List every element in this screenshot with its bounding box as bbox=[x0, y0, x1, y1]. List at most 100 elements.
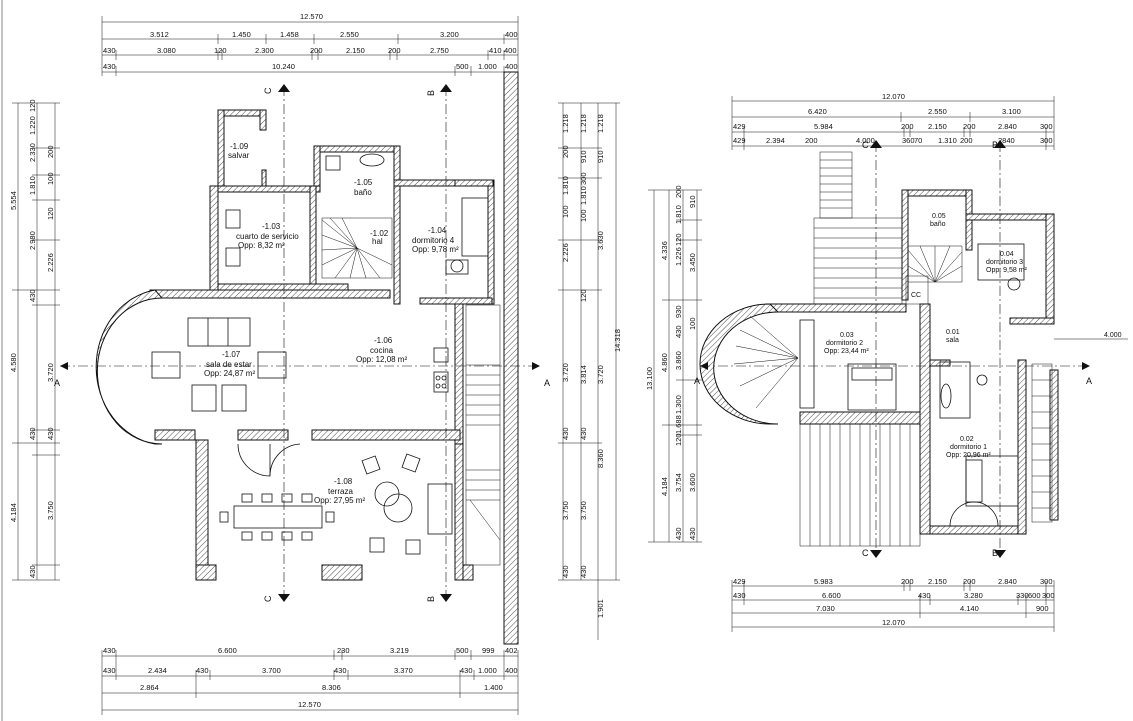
dim-label: 430 bbox=[918, 591, 931, 600]
dim-label: 1.226 bbox=[674, 247, 683, 266]
dim-label: 3.600 bbox=[688, 473, 697, 492]
dim-label: 500 bbox=[456, 62, 469, 71]
axis-labels-plan2: A A C B C B bbox=[694, 140, 1092, 558]
room-name: dormitorio 4 bbox=[412, 236, 455, 245]
dim-label: 400 bbox=[504, 46, 517, 55]
dim-label: 120 bbox=[28, 99, 37, 112]
dim-label: 900 bbox=[1036, 604, 1049, 613]
dim-label: 3.700 bbox=[262, 666, 281, 675]
dim-label: 2.330 bbox=[28, 143, 37, 162]
spiral-stairs-plan1 bbox=[321, 217, 393, 279]
dim-label: 3.370 bbox=[394, 666, 413, 675]
room-labels-plan2: 0.05 baño 0.04 dormitorio 3 Opp: 9,58 m²… bbox=[824, 213, 1122, 459]
dim-label: 430 bbox=[103, 646, 116, 655]
dim-label: 1.901 bbox=[596, 599, 605, 618]
dim-label: 6.600 bbox=[218, 646, 237, 655]
room-name: sala bbox=[946, 337, 959, 344]
plan-upper-floor: 12.070 6.420 2.550 3.100 429 5.984 200 2… bbox=[645, 92, 1128, 632]
dim-label: 2.394 bbox=[766, 136, 785, 145]
dim-label: 4.140 bbox=[960, 604, 979, 613]
axis-label-b: B bbox=[426, 596, 436, 602]
dim-label: 3.720 bbox=[596, 365, 605, 384]
top-dimensions-plan2: 12.070 6.420 2.550 3.100 429 5.984 200 2… bbox=[731, 92, 1055, 150]
room-area: Opp: 9,78 m² bbox=[412, 245, 459, 254]
room-number: -1.06 bbox=[374, 336, 393, 345]
bottom-dimensions-plan2: 429 5.983 200 2.150 200 2.840 300 430 6.… bbox=[731, 577, 1055, 632]
right-dimensions-plan1: 1.218 1.218 1.218 200 910 300 910 1.810 … bbox=[558, 102, 622, 640]
furniture-plan2 bbox=[799, 243, 1025, 527]
dim-label: 2.300 bbox=[255, 46, 274, 55]
dim-label: 1.810 bbox=[579, 186, 588, 205]
dim-label: 1.300 bbox=[674, 395, 683, 414]
room-number: -1.09 bbox=[230, 142, 249, 151]
dim-label: 100 bbox=[46, 172, 55, 185]
dim-label: 500 bbox=[456, 646, 469, 655]
dim-label: 3.750 bbox=[579, 501, 588, 520]
dim-label: 6.600 bbox=[822, 591, 841, 600]
dim-label: 430 bbox=[28, 289, 37, 302]
dim-label: 300 bbox=[1040, 122, 1053, 131]
room-number: -1.07 bbox=[222, 350, 241, 359]
section-lines-plan1 bbox=[60, 84, 540, 602]
room-number: -1.05 bbox=[354, 178, 373, 187]
stairs-plan1 bbox=[465, 304, 501, 566]
dim-label: 330 bbox=[1016, 591, 1029, 600]
dim-label: 910 bbox=[688, 195, 697, 208]
dim-label: 1.218 bbox=[596, 114, 605, 133]
dim-label: 2.226 bbox=[561, 243, 570, 262]
dim-label: 600 bbox=[1028, 591, 1041, 600]
dim-label: 1.810 bbox=[28, 176, 37, 195]
dim-label: 8.360 bbox=[596, 449, 605, 468]
room-name: salvar bbox=[228, 151, 250, 160]
dim-label: 430 bbox=[579, 427, 588, 440]
dim-label: 4.000 bbox=[1104, 332, 1122, 339]
dim-label: 2.840 bbox=[998, 122, 1017, 131]
room-number: 0.02 bbox=[960, 436, 974, 443]
dim-label: 3.450 bbox=[688, 253, 697, 272]
dim-label: 3.860 bbox=[674, 351, 683, 370]
dim-label: 1.450 bbox=[232, 30, 251, 39]
dim-label: 300 bbox=[1042, 591, 1055, 600]
dim-label: 300 bbox=[1040, 136, 1053, 145]
axis-label-c: C bbox=[263, 595, 273, 602]
room-name: cocina bbox=[370, 346, 394, 355]
dim-label: 360 bbox=[902, 136, 915, 145]
axis-label-b: B bbox=[992, 548, 998, 558]
furniture-plan1 bbox=[151, 153, 489, 555]
dim-label: 430 bbox=[733, 591, 746, 600]
dim-label: 300 bbox=[579, 172, 588, 185]
dim-label: 2840 bbox=[998, 136, 1015, 145]
dim-label: 3.512 bbox=[150, 30, 169, 39]
axis-label-c: C bbox=[862, 548, 869, 558]
dim-label: 430 bbox=[28, 427, 37, 440]
dim-label: 12.570 bbox=[298, 700, 321, 709]
dim-label: 5.554 bbox=[9, 191, 18, 210]
dim-label: 3.720 bbox=[46, 363, 55, 382]
dim-label: 4.184 bbox=[660, 477, 669, 496]
dim-label: 1.400 bbox=[484, 683, 503, 692]
dim-label: 2.864 bbox=[140, 683, 159, 692]
dim-label: 910 bbox=[596, 150, 605, 163]
dim-label: 14.318 bbox=[613, 329, 622, 352]
dim-label: 6.420 bbox=[808, 107, 827, 116]
room-area: Opp: 23,44 m² bbox=[824, 348, 869, 355]
dim-label: 400 bbox=[505, 30, 518, 39]
dim-label: 1.810 bbox=[561, 176, 570, 195]
axis-label-a: A bbox=[544, 378, 550, 388]
left-dimensions-plan2: 13.100 4.336 4.860 4.184 1.810 1.226 3.4… bbox=[645, 185, 702, 543]
room-number: 0.05 bbox=[932, 213, 946, 220]
bottom-dimensions-plan1: 430 6.600 230 3.219 500 999 402 430 2.43… bbox=[101, 646, 519, 715]
dim-label: 430 bbox=[460, 666, 473, 675]
room-name: sala de estar bbox=[206, 360, 252, 369]
dim-label: 12.070 bbox=[882, 92, 905, 101]
dim-label: 230 bbox=[337, 646, 350, 655]
axis-label-b: B bbox=[992, 140, 998, 150]
left-dimensions-plan1: 5.554 4.580 4.184 1.220 2.330 1.810 2.98… bbox=[9, 99, 60, 581]
room-number: -1.04 bbox=[428, 226, 447, 235]
dim-label: 2.434 bbox=[148, 666, 167, 675]
dim-label: 1.688 bbox=[674, 415, 683, 434]
dim-label: 2.550 bbox=[928, 107, 947, 116]
room-name: dormitorio 1 bbox=[950, 444, 987, 451]
